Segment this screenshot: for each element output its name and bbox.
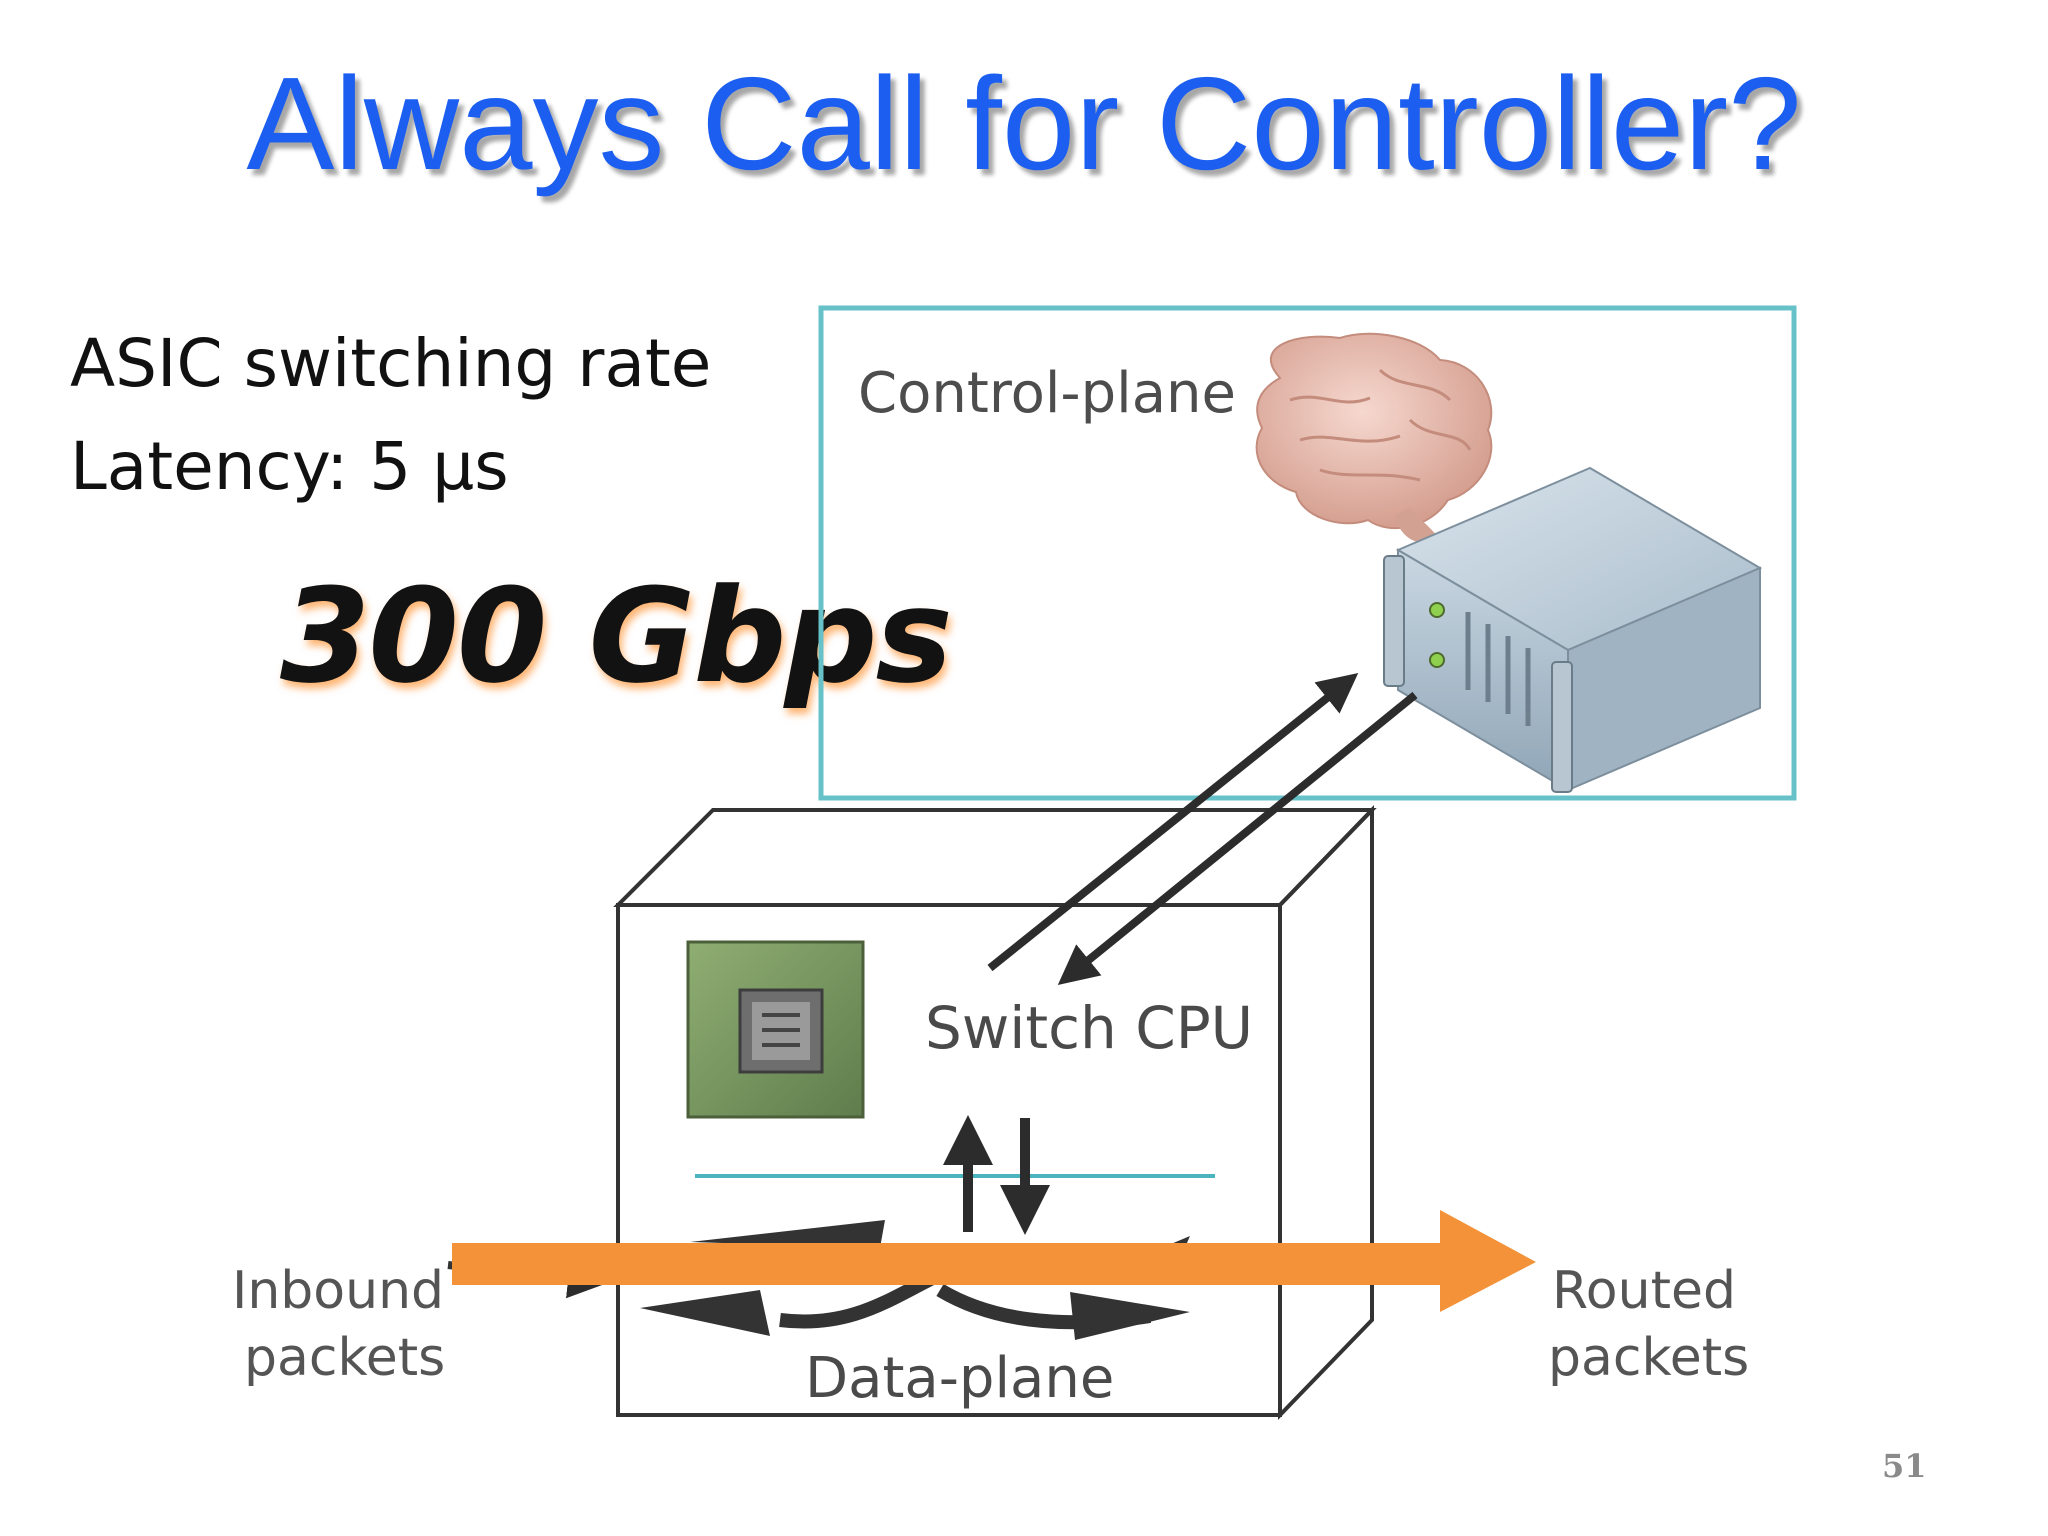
data-plane-label: Data-plane (805, 1346, 1114, 1411)
switch-cpu-label: Switch CPU (925, 994, 1253, 1062)
rate-callout: 300 Gbps (280, 560, 953, 712)
asic-rate-text: ASIC switching rate (70, 325, 712, 402)
latency-text: Latency: 5 μs (70, 428, 509, 505)
inbound-label-line1: Inbound (232, 1261, 444, 1321)
chip-icon (686, 940, 865, 1119)
arrow-switch-to-controller (987, 672, 1359, 972)
packet-flow-arrow (452, 1210, 1536, 1312)
arrow-controller-to-switch (1057, 691, 1418, 986)
routed-label-line2: packets (1548, 1328, 1749, 1388)
slide-title: Always Call for Controller? (246, 50, 1802, 197)
server-icon (1383, 466, 1763, 793)
routed-label-line1: Routed (1552, 1261, 1736, 1321)
brain-icon (1255, 332, 1493, 543)
control-plane-box (818, 305, 1797, 801)
page-number: 51 (1882, 1447, 1927, 1485)
control-plane-label: Control-plane (858, 361, 1236, 426)
inbound-label-line2: packets (244, 1328, 445, 1388)
